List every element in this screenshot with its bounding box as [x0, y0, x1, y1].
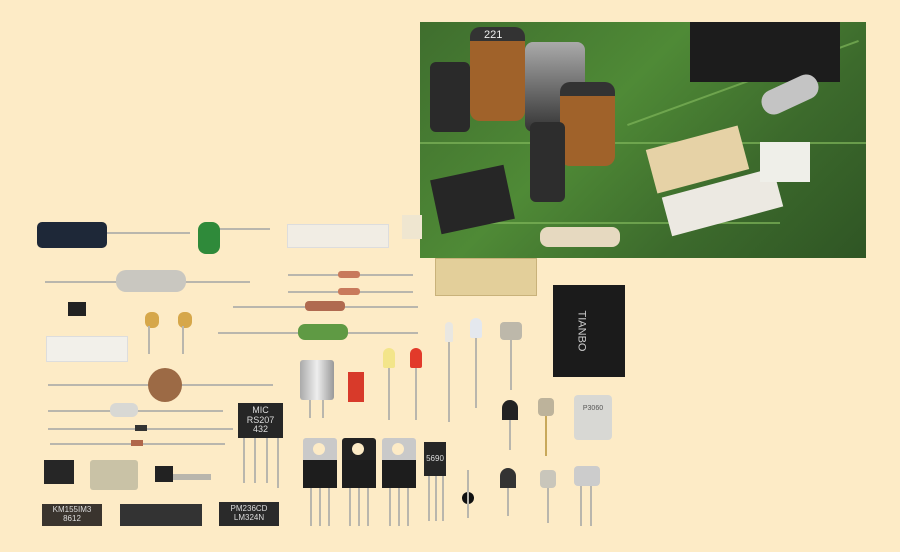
voltage-regulator — [303, 438, 337, 488]
paper-capacitor — [116, 270, 186, 292]
metal-transistor — [538, 398, 554, 416]
metal-transistor — [500, 322, 522, 340]
sip-component — [348, 372, 364, 402]
ic-marking: KM155IM3 — [52, 505, 92, 515]
trimmer — [402, 215, 422, 239]
metal-transistor — [540, 470, 556, 488]
red-led — [410, 348, 422, 368]
electrolytic-capacitor — [37, 222, 107, 248]
relay: TIANBO — [553, 285, 625, 377]
resistor — [131, 440, 143, 446]
bridge-marking: MIC — [252, 404, 269, 415]
power-transistor — [342, 438, 376, 488]
varistor — [148, 368, 182, 402]
circuit-board-photo: 221 — [420, 22, 866, 258]
metal-can-component: P3060 — [574, 395, 612, 440]
clear-led — [445, 322, 453, 342]
relay-marking: TIANBO — [575, 310, 588, 352]
inductor: 221 — [470, 27, 525, 121]
dip-ic-atmel — [120, 504, 202, 526]
resistor-network — [287, 224, 389, 248]
smd-component — [68, 302, 86, 316]
wirewound-resistor — [435, 258, 537, 296]
resistor — [338, 271, 360, 278]
to92-transistor — [500, 468, 516, 488]
glass-capacitor — [110, 403, 138, 417]
ic-marking: 8612 — [63, 514, 81, 523]
bridge-marking: RS207 — [246, 414, 275, 425]
inductor-marking: 221 — [484, 29, 503, 41]
clear-led — [470, 318, 482, 338]
bridge-marking: 432 — [252, 424, 269, 435]
small-power-transistor: 5690 — [424, 442, 446, 476]
inductor — [560, 82, 615, 166]
hybrid-ic — [90, 460, 138, 490]
diode — [135, 425, 147, 431]
processor-chip — [690, 22, 840, 82]
ic-marking: PM236CD — [230, 504, 268, 514]
film-capacitor — [198, 222, 220, 254]
resistor — [305, 301, 345, 311]
connector — [46, 336, 128, 362]
electrolytic-capacitor — [530, 122, 565, 202]
ceramic-capacitor — [178, 312, 192, 328]
small-ic — [44, 460, 74, 484]
transistor-marking: 5690 — [426, 453, 444, 463]
transistor — [155, 466, 173, 482]
connector — [760, 142, 810, 182]
ceramic-capacitor — [145, 312, 159, 328]
yellow-led — [383, 348, 395, 368]
power-transistor — [382, 438, 416, 488]
resistor — [540, 227, 620, 247]
metal-transistor — [574, 466, 600, 486]
metal-can-marking: P3060 — [582, 405, 604, 412]
resistor — [338, 288, 360, 295]
electrolytic-capacitor — [430, 62, 470, 132]
to92-transistor — [502, 400, 518, 420]
resistor — [298, 324, 348, 340]
ic-marking: LM324N — [233, 513, 265, 522]
quartz-crystal — [300, 360, 334, 400]
